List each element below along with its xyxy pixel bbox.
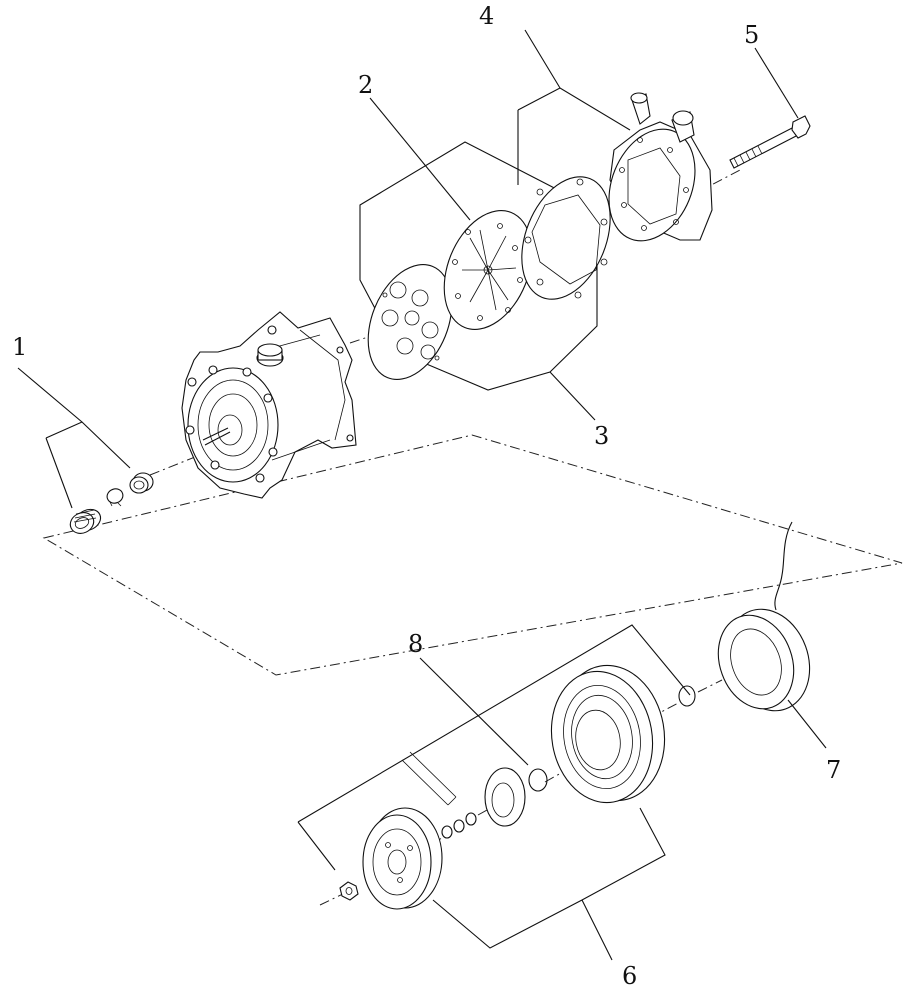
shaft-seal-kit xyxy=(69,472,154,534)
callout-5-leader xyxy=(754,47,799,119)
compressor-body xyxy=(181,311,357,499)
callout-1: 1 xyxy=(12,333,27,361)
through-bolt xyxy=(729,115,811,169)
threaded-seal-part xyxy=(69,508,102,534)
coil-snap-ring xyxy=(678,685,696,707)
hub-nut xyxy=(339,881,359,901)
bushing-part xyxy=(129,472,154,494)
valve-plate xyxy=(443,210,533,330)
callout-2: 2 xyxy=(358,71,373,99)
spacer-washer xyxy=(484,767,526,827)
callout-3-bracket xyxy=(359,141,598,421)
head-gasket xyxy=(521,176,611,300)
callout-8: 8 xyxy=(408,630,423,658)
callout-6-bracket xyxy=(297,624,691,961)
callout-3: 3 xyxy=(594,422,609,450)
field-coil xyxy=(717,521,811,712)
callout-7: 7 xyxy=(826,756,841,784)
pulley-snap-ring xyxy=(528,768,548,792)
assembly-boundary-line xyxy=(42,434,903,676)
shim-set xyxy=(401,751,477,839)
callout-8-leader xyxy=(419,657,529,766)
callout-4: 4 xyxy=(479,2,494,30)
callout-7-leader xyxy=(787,699,827,749)
callout-4-bracket xyxy=(517,29,631,185)
callout-6: 6 xyxy=(622,962,637,990)
callout-2-leader xyxy=(369,97,471,221)
callout-5: 5 xyxy=(744,21,759,49)
pulley-rotor xyxy=(550,664,666,804)
snap-ring-part xyxy=(106,488,124,507)
clutch-hub-plate xyxy=(362,807,443,910)
valve-plate-gasket xyxy=(367,264,453,380)
cylinder-head xyxy=(608,92,713,242)
callout-1-leader xyxy=(17,367,131,509)
